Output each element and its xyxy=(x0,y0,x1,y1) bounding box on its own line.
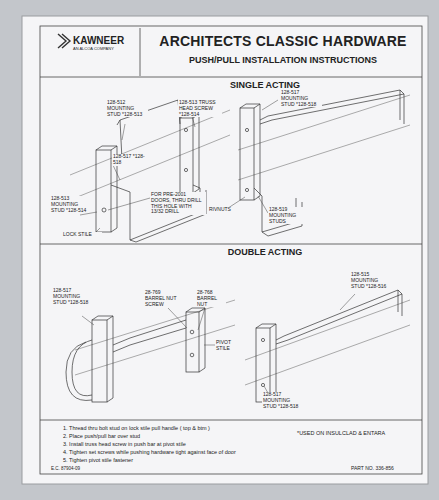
section-heading: SINGLE ACTING xyxy=(215,80,315,90)
instruction-step: 5. Tighten pivot stile fastener xyxy=(62,457,292,463)
paper-sheet xyxy=(22,16,428,484)
section-heading: DOUBLE ACTING xyxy=(215,247,315,257)
header-divider xyxy=(140,28,141,76)
brand-tagline: AN ALCOA COMPANY xyxy=(72,47,136,52)
part-callout: 128-517 MOUNTING STUD *128-518 xyxy=(262,392,302,409)
part-callout: PIVOT STILE xyxy=(215,340,243,352)
part-callout: LOCK STILE xyxy=(62,232,102,238)
brand-name: KAWNEER xyxy=(72,35,136,47)
part-callout: 28-768 BARREL NUT xyxy=(196,290,226,307)
part-callout: RIVNUTS xyxy=(208,207,242,213)
instruction-step: 1. Thread thru bolt stud on lock stile p… xyxy=(62,425,292,431)
instruction-step: 2. Place push/pull bar over stud xyxy=(62,433,292,439)
part-callout: 128-512 MOUNTING STUD *128-513 xyxy=(106,100,148,117)
logo-mark xyxy=(58,34,70,48)
part-callout: 128-517 *128-518 xyxy=(112,154,148,166)
section-rule xyxy=(40,420,422,421)
instruction-step: 4. Tighten set screws while pushing hard… xyxy=(62,449,292,455)
part-number: PART NO. 336-856 xyxy=(350,466,418,472)
sheet-border xyxy=(40,26,422,474)
part-callout: 128-515 MOUNTING STUD *128-516 xyxy=(350,272,390,289)
double-acting-left-figure xyxy=(66,300,235,402)
single-acting-right-figure xyxy=(238,90,410,236)
sheet-title: ARCHITECTS CLASSIC HARDWARE xyxy=(148,33,418,49)
leader-lines xyxy=(80,100,355,393)
part-callout: 28-769 BARREL NUT SCREW xyxy=(144,290,180,307)
part-callout: 128-517 MOUNTING STUD *128-518 xyxy=(280,90,322,107)
usage-note: *USED ON INSULCLAD & ENTARA xyxy=(296,430,416,436)
double-acting-right-figure xyxy=(245,290,410,402)
part-callout: 128-513 MOUNTING STUD *128-514 xyxy=(50,196,88,213)
single-acting-left-figure xyxy=(70,100,230,242)
note-text: FOR PRE-2001 DOORS, THRU DRILL THIS HOLE… xyxy=(150,192,206,215)
part-callout: 128-519 MOUNTING STUDS xyxy=(268,207,308,224)
change-number: E.C. 87904-09 xyxy=(50,466,130,471)
section-rule xyxy=(40,244,422,245)
part-callout: 128-513 TRUSS HEAD SCREW *128-514 xyxy=(178,100,222,117)
part-callout: 128-517 MOUNTING STUD *128-518 xyxy=(52,288,90,305)
header-rule xyxy=(40,77,422,78)
sheet-subtitle: PUSH/PULL INSTALLATION INSTRUCTIONS xyxy=(148,55,418,65)
instruction-step: 3. Install truss head screw in push bar … xyxy=(62,441,292,447)
